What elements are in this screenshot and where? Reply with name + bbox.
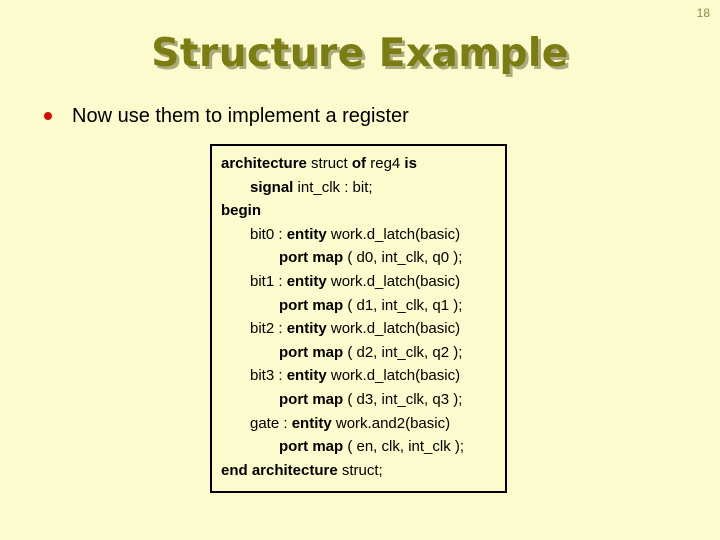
code-segment: work.and2(basic) — [331, 414, 451, 432]
code-segment: work.d_latch(basic) — [326, 225, 461, 243]
code-segment: signal — [250, 178, 294, 196]
code-segment: work.d_latch(basic) — [326, 320, 461, 338]
code-line: bit0 : entity work.d_latch(basic) — [221, 223, 505, 247]
code-segment: architecture — [221, 155, 307, 172]
code-segment: int_clk : bit; — [293, 178, 373, 196]
code-segment: ( en, clk, int_clk ); — [343, 438, 465, 456]
code-line: gate : entity work.and2(basic) — [221, 412, 505, 436]
code-segment: port map — [279, 438, 344, 456]
page-number: 18 — [696, 6, 710, 20]
code-segment: bit3 : — [250, 367, 287, 385]
code-segment: work.d_latch(basic) — [326, 367, 461, 385]
code-segment: ( d1, int_clk, q1 ); — [343, 296, 463, 314]
code-segment: end architecture — [221, 461, 338, 479]
code-segment: port map — [279, 390, 344, 408]
code-line: bit1 : entity work.d_latch(basic) — [221, 270, 505, 294]
code-segment: entity — [286, 225, 327, 243]
code-line: port map ( d1, int_clk, q1 ); — [221, 294, 505, 318]
code-segment: work.d_latch(basic) — [326, 272, 461, 290]
code-segment: entity — [291, 414, 332, 432]
code-segment: bit2 : — [250, 320, 287, 338]
code-line: port map ( en, clk, int_clk ); — [221, 435, 505, 459]
bullet-text: Now use them to implement a register — [72, 105, 409, 127]
code-segment: begin — [221, 202, 261, 220]
code-segment: port map — [279, 249, 344, 267]
code-line: port map ( d0, int_clk, q0 ); — [221, 246, 505, 270]
code-segment: gate : — [250, 414, 292, 432]
code-segment: ( d2, int_clk, q2 ); — [343, 343, 463, 361]
code-segment: port map — [279, 343, 344, 361]
slide-title: Structure Example — [151, 31, 569, 76]
code-segment: bit0 : — [250, 225, 287, 243]
code-segment: struct — [306, 155, 352, 172]
code-line: port map ( d3, int_clk, q3 ); — [221, 388, 505, 412]
code-line: bit2 : entity work.d_latch(basic) — [221, 317, 505, 341]
code-line: end architecture struct; — [221, 459, 505, 483]
code-segment: entity — [286, 367, 327, 385]
code-segment: struct; — [337, 461, 383, 479]
code-segment: of — [351, 155, 367, 172]
code-segment: bit1 : — [250, 272, 287, 290]
code-segment: entity — [286, 320, 327, 338]
code-segment: ( d0, int_clk, q0 ); — [343, 249, 463, 267]
code-line: bit3 : entity work.d_latch(basic) — [221, 364, 505, 388]
code-line: architecture struct of reg4 is — [221, 152, 505, 176]
code-line: begin — [221, 199, 505, 223]
bullet-item: Now use them to implement a register — [44, 104, 409, 128]
code-line: signal int_clk : bit; — [221, 176, 505, 200]
code-line: port map ( d2, int_clk, q2 ); — [221, 341, 505, 365]
code-segment: reg4 — [366, 155, 405, 172]
code-segment: is — [404, 155, 417, 172]
code-segment: ( d3, int_clk, q3 ); — [343, 390, 463, 408]
code-segment: port map — [279, 296, 344, 314]
bullet-dot-icon — [44, 112, 52, 120]
code-segment: entity — [286, 272, 327, 290]
